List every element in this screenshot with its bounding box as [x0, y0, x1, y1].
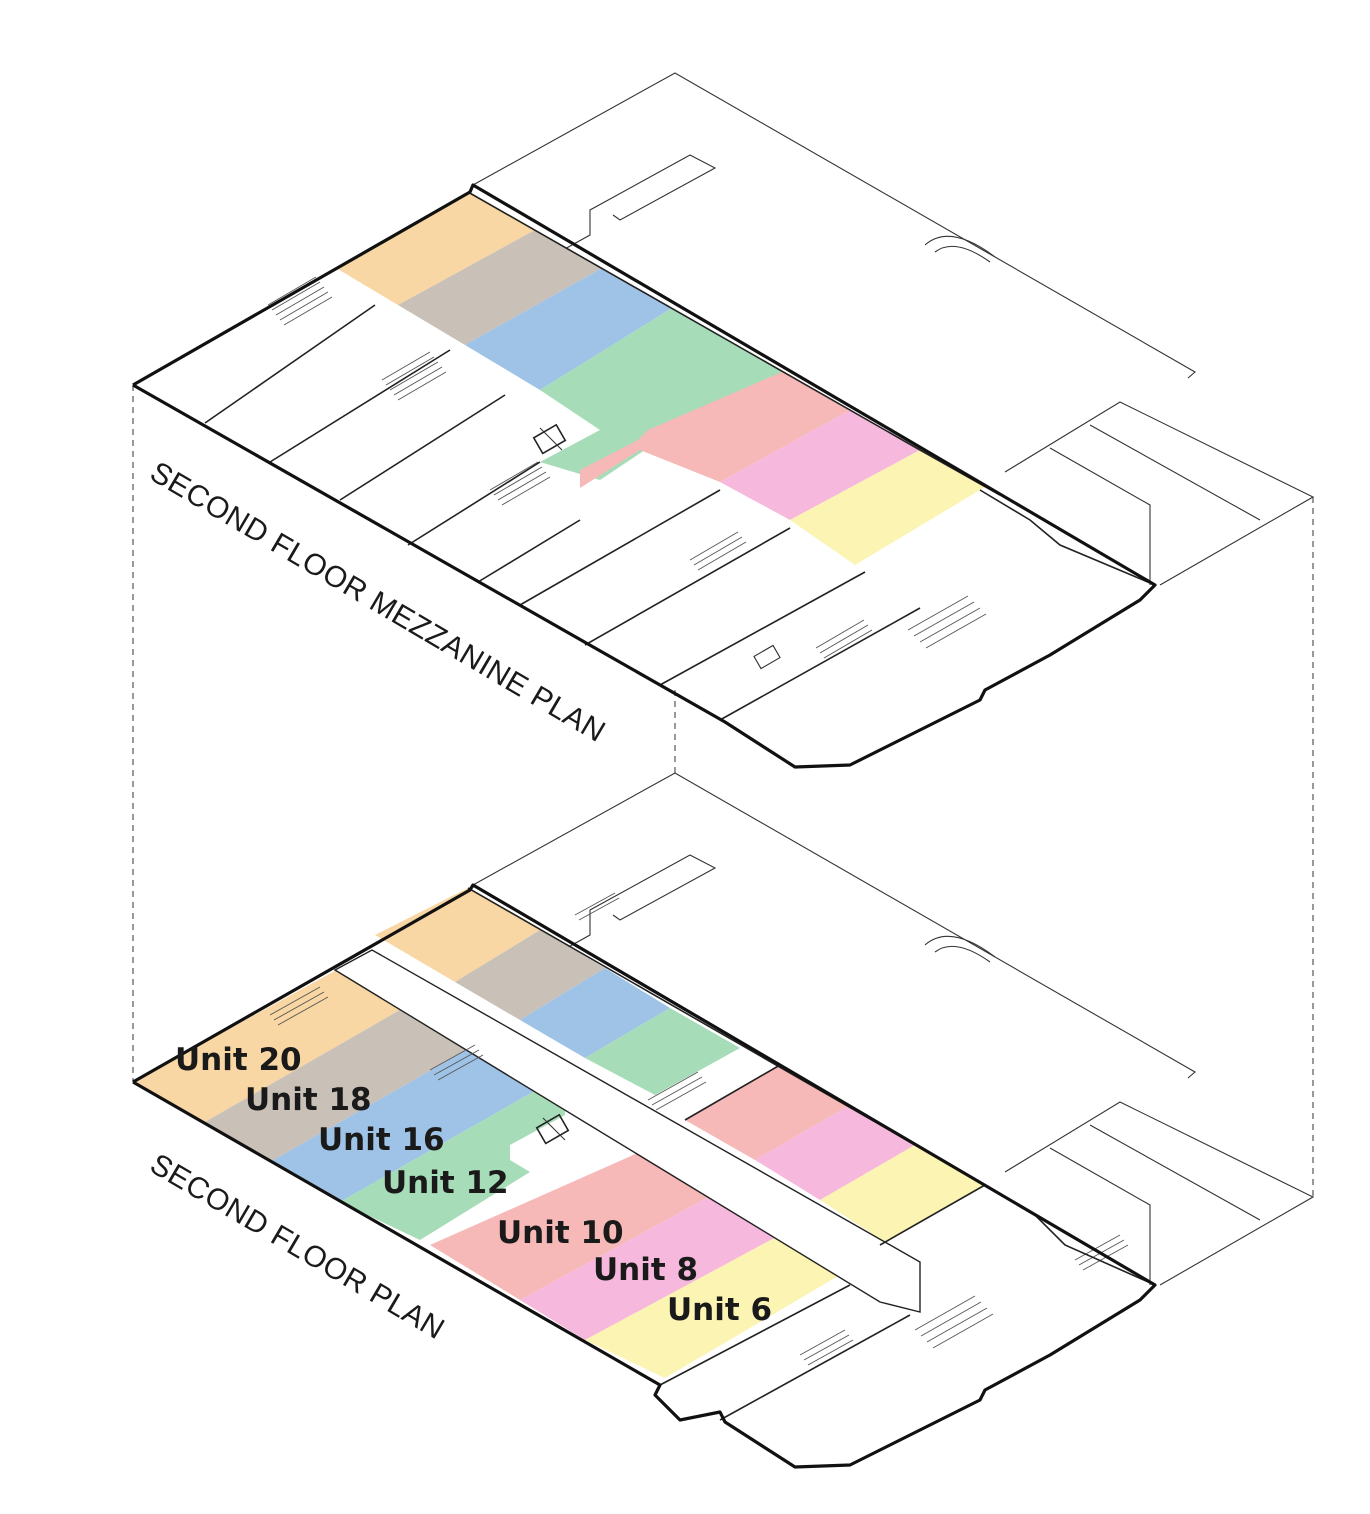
mezzanine-plan-label: SECOND FLOOR MEZZANINE PLAN — [144, 456, 610, 749]
floor-zone-rear-gray — [455, 930, 605, 1020]
mezz-zone-unit-12 — [540, 308, 782, 480]
mezz-zone-unit-10 — [580, 372, 850, 488]
floor-zone-unit-16 — [270, 1048, 540, 1202]
floor-zone-unit-8 — [520, 1195, 780, 1340]
mezzanine-stairs — [267, 276, 987, 670]
floor-courtyard-outline — [472, 772, 1315, 1286]
unit-6-label: Unit 6 — [667, 1292, 772, 1328]
floor-zone-rear-green — [585, 1008, 740, 1095]
floor-zone-unit-6 — [585, 1235, 845, 1378]
mezz-zone-unit-16 — [465, 268, 672, 390]
mezzanine-unit-zones — [336, 192, 985, 565]
floor-zone-rear-blue — [520, 968, 670, 1058]
mezzanine-plan — [132, 72, 1315, 769]
unit-20-label: Unit 20 — [175, 1042, 302, 1078]
floor-unit-zones — [133, 888, 985, 1378]
level-connector-lines — [132, 385, 1314, 1197]
floor-zone-rear-orange — [375, 888, 540, 982]
floor-zone-unit-12 — [340, 1088, 565, 1240]
mezzanine-exterior-wall — [132, 183, 1157, 769]
unit-10-label: Unit 10 — [497, 1215, 624, 1251]
mezz-zone-unit-6 — [790, 450, 985, 565]
floor-zone-rear-pink — [685, 1065, 850, 1160]
mezz-zone-unit-8 — [720, 410, 920, 520]
floor-zone-unit-10 — [430, 1152, 712, 1300]
unit-18-label: Unit 18 — [245, 1082, 372, 1118]
floor-exterior-wall — [132, 883, 1157, 1469]
floor-stairs — [269, 892, 1129, 1366]
second-floor-plan — [132, 772, 1315, 1469]
floor-corridor — [333, 949, 921, 1313]
mezz-zone-unit-18 — [398, 230, 602, 345]
floor-zone-unit-20 — [133, 968, 405, 1122]
unit-16-label: Unit 16 — [318, 1122, 445, 1158]
mezzanine-courtyard-outline — [472, 72, 1315, 586]
floor-zone-unit-18 — [205, 1007, 470, 1162]
floor-zone-rear-yellow — [820, 1145, 985, 1242]
mezz-zone-unit-20 — [336, 192, 535, 305]
floor-zone-rear-magenta — [755, 1105, 915, 1200]
unit-8-label: Unit 8 — [593, 1252, 698, 1288]
unit-12-label: Unit 12 — [382, 1165, 509, 1201]
unit-labels: Unit 20 Unit 18 Unit 16 Unit 12 Unit 10 … — [175, 1042, 772, 1328]
